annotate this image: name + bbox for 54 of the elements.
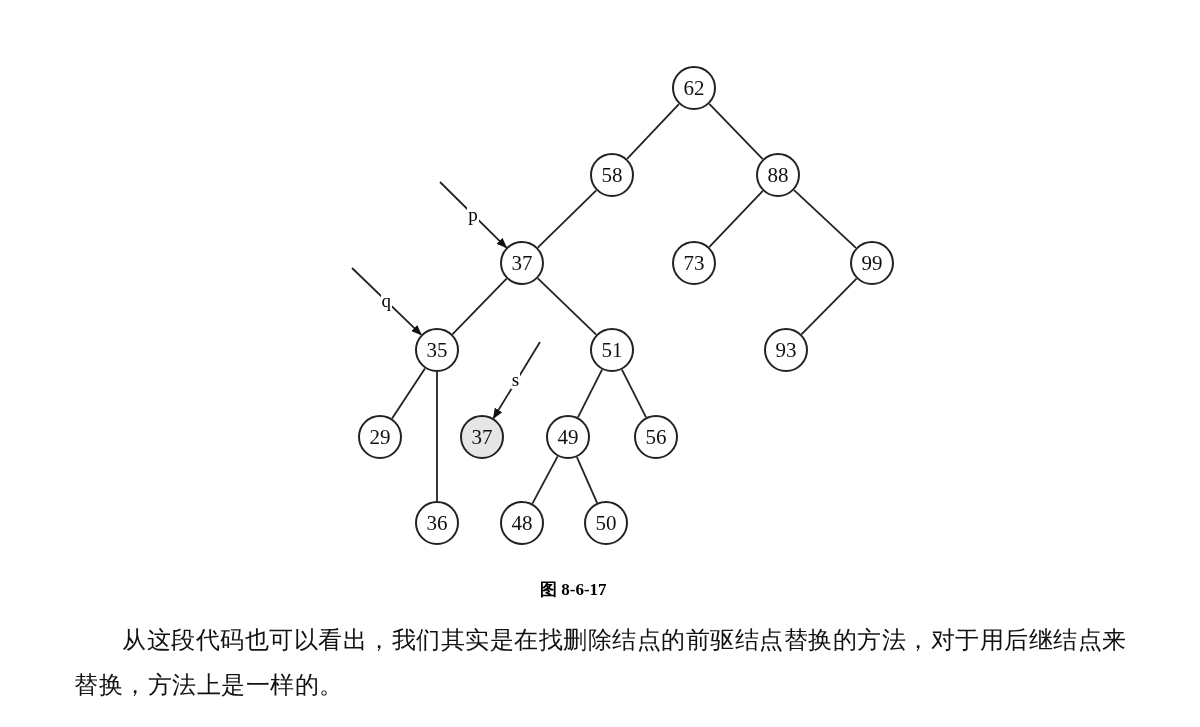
figure-caption: 图 8-6-17	[540, 579, 607, 601]
node-value: 29	[369, 424, 391, 450]
tree-node-circle	[460, 415, 504, 459]
tree-node-circle	[756, 153, 800, 197]
pointer-label: q	[380, 291, 393, 311]
node-value: 37	[511, 250, 533, 276]
node-value: 51	[601, 337, 623, 363]
pointer-label: p	[467, 204, 479, 224]
tree-node-circle	[500, 501, 544, 545]
tree-node-circle	[590, 153, 634, 197]
tree-node-circle	[358, 415, 402, 459]
tree-node-circle	[546, 415, 590, 459]
node-value: 56	[645, 424, 667, 450]
tree-node-circle	[584, 501, 628, 545]
node-value: 37	[471, 424, 493, 450]
pointer-label: s	[510, 370, 521, 390]
node-value: 99	[861, 250, 883, 276]
tree-edge	[708, 190, 764, 248]
node-value: 73	[683, 250, 705, 276]
tree-edge	[391, 367, 426, 420]
node-value: 50	[595, 510, 617, 536]
tree-edge	[793, 189, 857, 249]
tree-node-circle	[850, 241, 894, 285]
tree-edge	[436, 371, 438, 502]
tree-edge	[536, 277, 598, 336]
tree-node-circle	[500, 241, 544, 285]
node-value: 35	[426, 337, 448, 363]
tree-node-circle	[415, 328, 459, 372]
tree-edge	[800, 277, 858, 336]
tree-node-circle	[672, 241, 716, 285]
tree-node-circle	[672, 66, 716, 110]
pointer-arrow	[351, 267, 423, 336]
pointer-arrow	[439, 181, 508, 249]
node-value: 58	[601, 162, 623, 188]
body-paragraph: 从这段代码也可以看出，我们其实是在找删除结点的前驱结点替换的方法，对于用后继结点来替换，方法上是一样的。	[74, 625, 1128, 701]
tree-edge	[531, 455, 559, 505]
node-value: 49	[557, 424, 579, 450]
tree-edge	[536, 189, 598, 249]
tree-edge	[708, 102, 764, 161]
pointer-arrow	[492, 341, 541, 420]
tree-edge	[626, 103, 680, 160]
tree-edge	[451, 277, 508, 336]
tree-edge	[621, 368, 647, 419]
tree-node-circle	[590, 328, 634, 372]
tree-edge	[577, 368, 603, 419]
tree-node-circle	[634, 415, 678, 459]
tree-node-circle	[415, 501, 459, 545]
node-value: 88	[767, 162, 789, 188]
node-value: 36	[426, 510, 448, 536]
tree-node-circle	[764, 328, 808, 372]
node-value: 93	[775, 337, 797, 363]
node-value: 48	[511, 510, 533, 536]
node-value: 62	[683, 75, 705, 101]
tree-edge	[576, 456, 598, 504]
